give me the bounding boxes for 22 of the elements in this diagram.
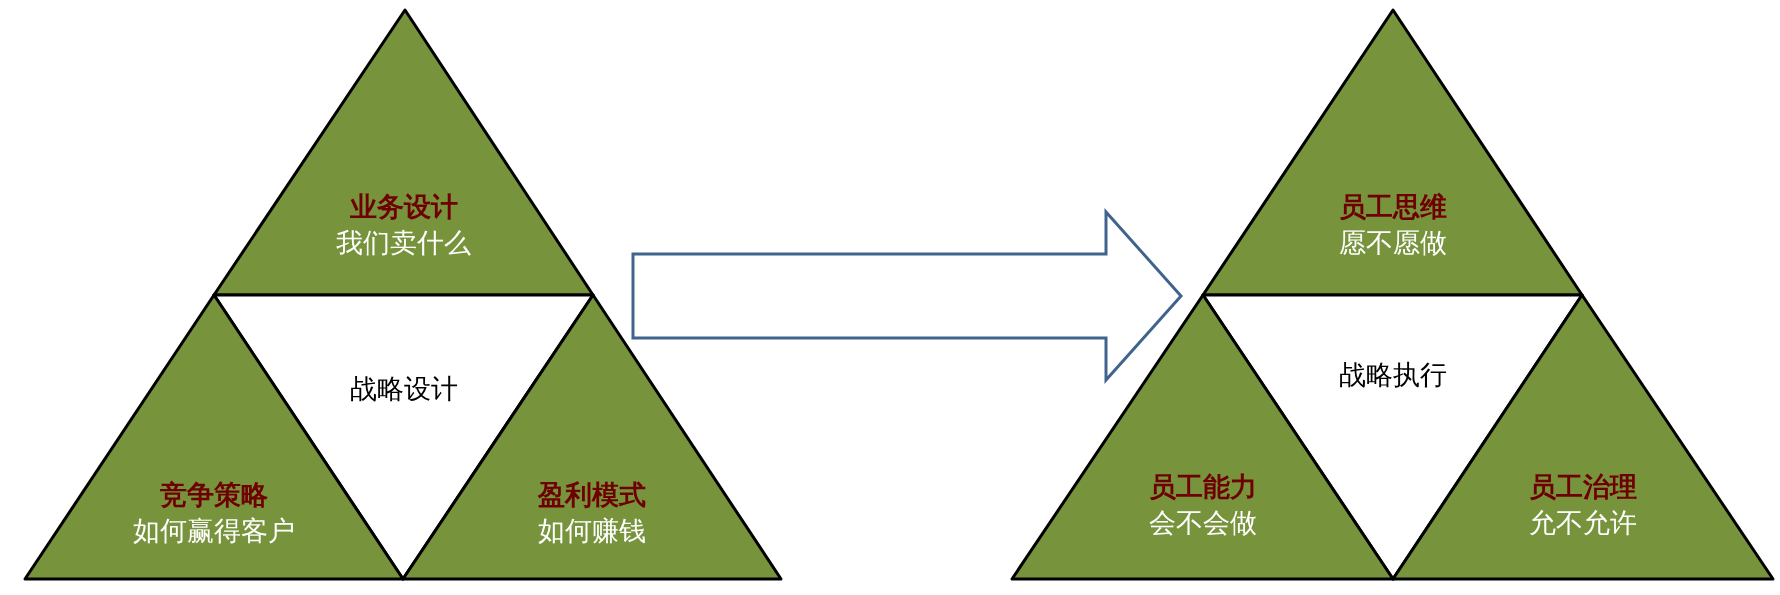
- panel-subtitle: 如何赚钱: [538, 514, 646, 548]
- panel-heading: 员工思维: [1338, 190, 1447, 224]
- panel-subtitle: 会不会做: [1148, 506, 1257, 540]
- triangle-panel: [1203, 295, 1582, 579]
- triangle-panel: [1393, 295, 1773, 579]
- triangle-panel: [214, 10, 593, 295]
- center-label: 战略设计: [349, 372, 458, 406]
- triangle-panel: [1203, 10, 1582, 295]
- panel-heading: 员工治理: [1529, 470, 1637, 504]
- panel-heading: 竞争策略: [160, 478, 268, 512]
- panel-subtitle: 我们卖什么: [336, 226, 471, 260]
- triangle-panel: [403, 295, 781, 579]
- block-arrow: [631, 208, 1183, 384]
- triangle-panel: [1012, 295, 1393, 579]
- triangle-panel: [25, 295, 403, 579]
- center-label: 战略执行: [1338, 358, 1447, 392]
- panel-heading: 员工能力: [1148, 470, 1257, 504]
- panel-subtitle: 允不允许: [1529, 506, 1637, 540]
- panel-subtitle: 如何赢得客户: [133, 514, 295, 548]
- panel-heading: 业务设计: [349, 190, 458, 224]
- panel-heading: 盈利模式: [538, 478, 646, 512]
- panel-subtitle: 愿不愿做: [1338, 226, 1447, 260]
